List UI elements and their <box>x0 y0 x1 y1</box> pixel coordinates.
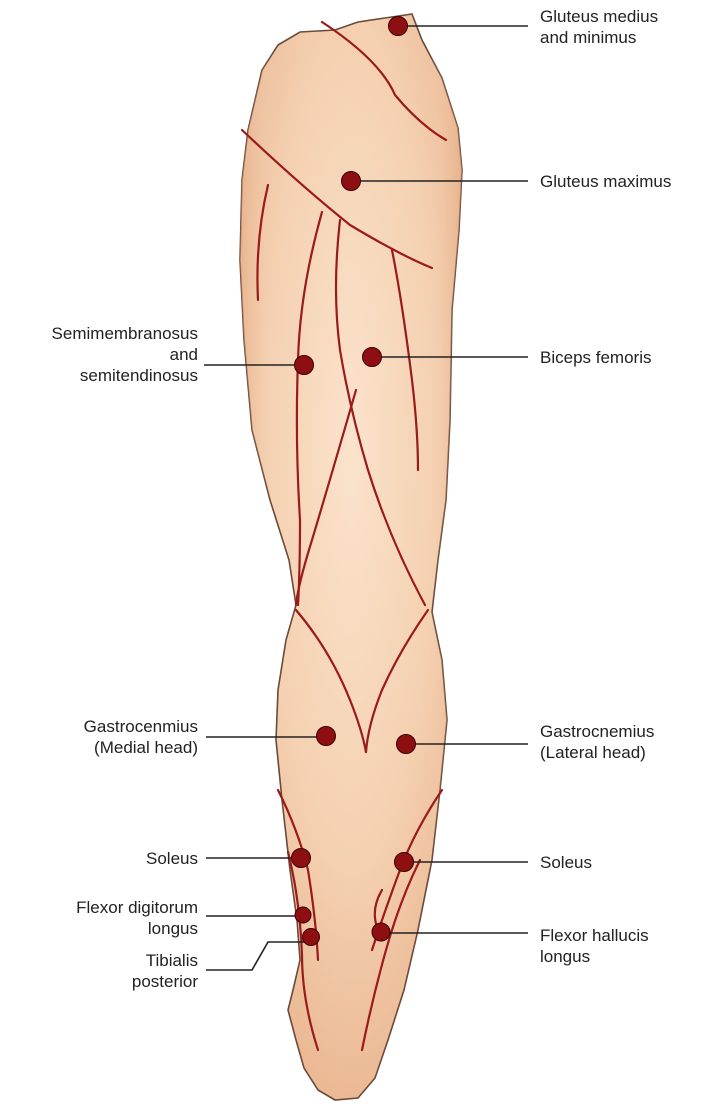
point-gluteus-medius <box>389 17 408 36</box>
point-soleus-left <box>292 849 311 868</box>
label-gluteus-maximus: Gluteus maximus <box>540 171 671 192</box>
point-tibialis-posterior <box>303 929 320 946</box>
label-biceps-femoris: Biceps femoris <box>540 347 651 368</box>
point-soleus-right <box>395 853 414 872</box>
label-soleus-left: Soleus <box>0 848 198 869</box>
point-gastrocnemius-medial <box>317 727 336 746</box>
label-tibialis-posterior: Tibialis posterior <box>0 950 198 992</box>
label-gastrocnemius-lateral: Gastrocnemius (Lateral head) <box>540 721 654 763</box>
point-flexor-digitorum <box>295 907 311 923</box>
point-flexor-hallucis <box>372 923 390 941</box>
point-biceps-femoris <box>363 348 382 367</box>
point-semimembranosus <box>295 356 314 375</box>
label-soleus-right: Soleus <box>540 852 592 873</box>
leader-tibialis-posterior <box>206 942 311 970</box>
label-flexor-digitorum: Flexor digitorum longus <box>0 897 198 939</box>
point-gastrocnemius-lateral <box>397 735 416 754</box>
label-gastrocnemius-medial: Gastrocenmius (Medial head) <box>0 716 198 758</box>
label-semimembranosus: Semimembranosus and semitendinosus <box>0 323 198 386</box>
label-flexor-hallucis: Flexor hallucis longus <box>540 925 649 967</box>
label-gluteus-medius: Gluteus medius and minimus <box>540 6 658 48</box>
point-gluteus-maximus <box>342 172 361 191</box>
